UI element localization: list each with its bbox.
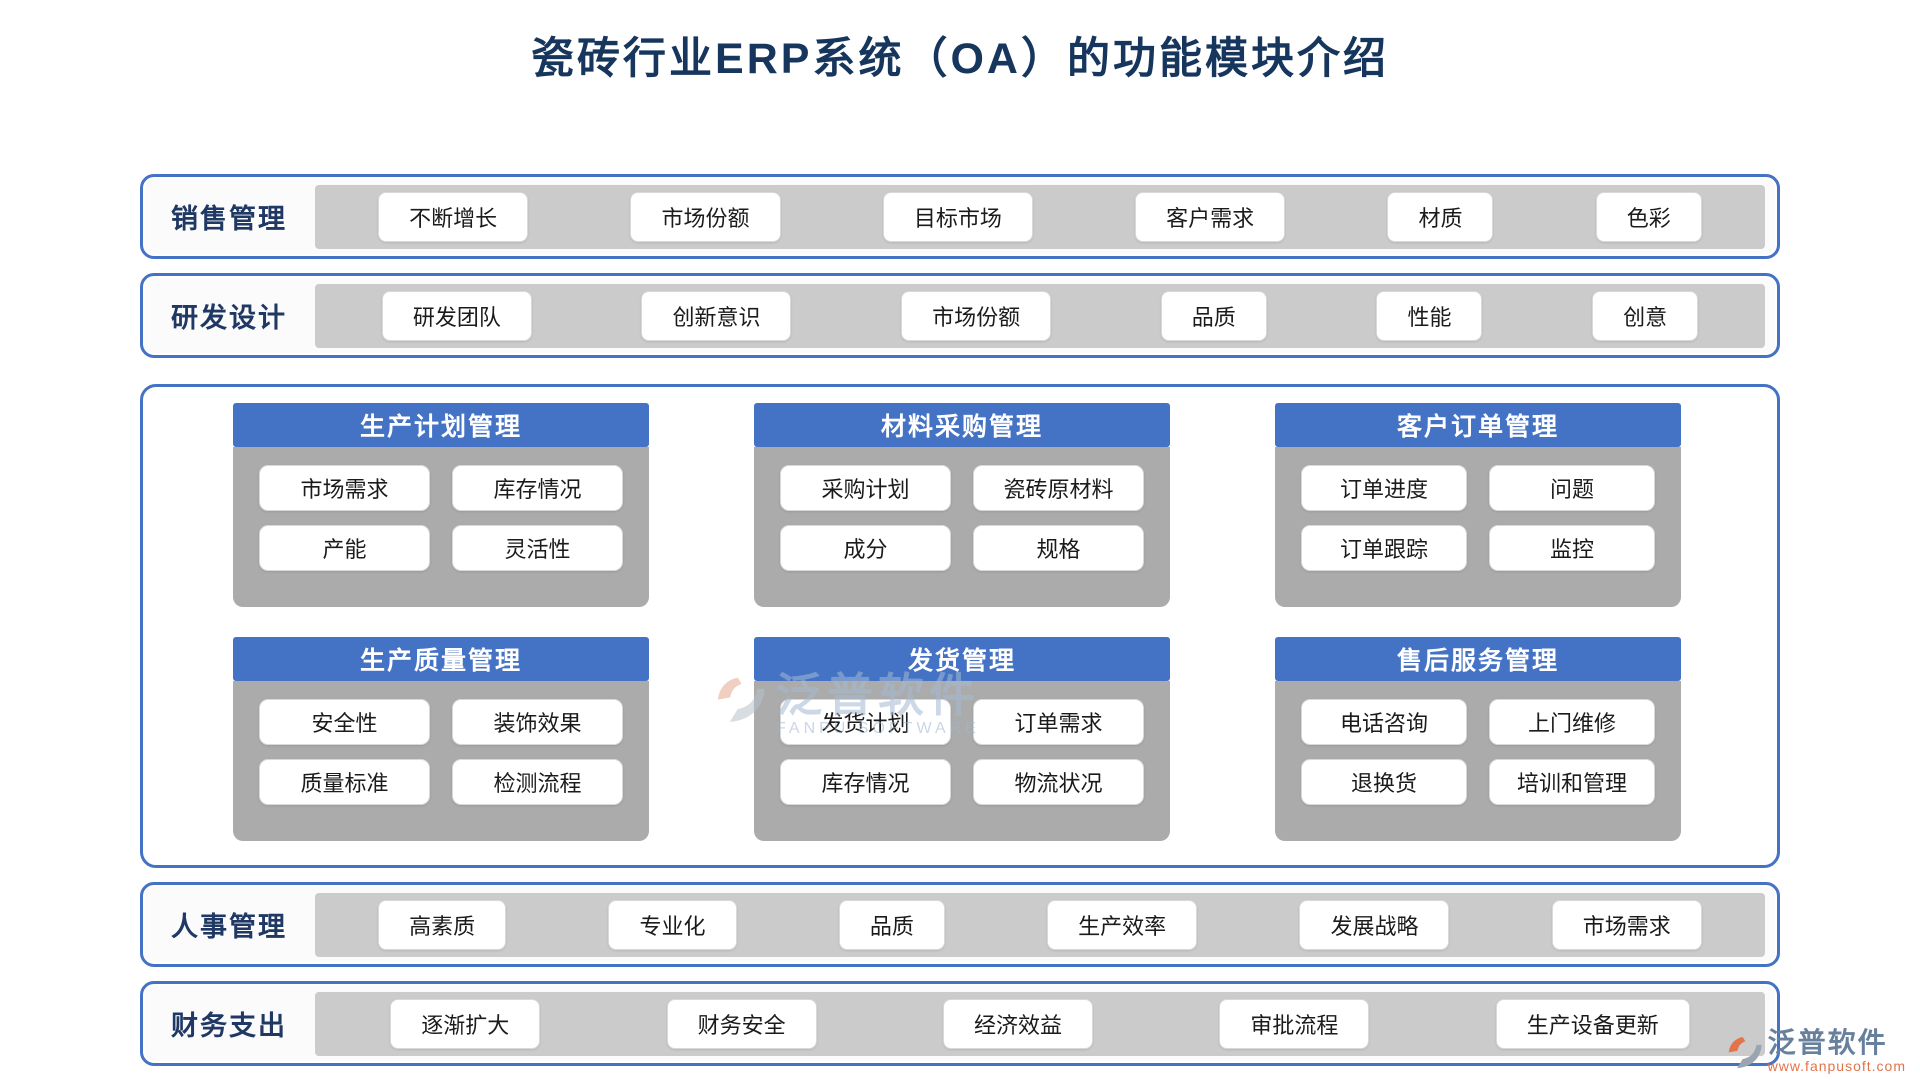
chip-sales: 客户需求 (1135, 191, 1286, 242)
chip-material-purchase: 瓷砖原材料 (973, 465, 1144, 511)
chip-hr: 市场需求 (1551, 899, 1702, 950)
card-body-production-quality: 安全性装饰效果质量标准检测流程 (233, 681, 649, 841)
footer-brand: 泛普软件 www.fanpusoft.com (1726, 1029, 1906, 1074)
row-label-hr: 人事管理 (171, 912, 287, 942)
row-strip-finance: 逐渐扩大 财务安全 经济效益 审批流程 生产设备更新 (315, 991, 1765, 1056)
chip-hr: 生产效率 (1047, 899, 1198, 950)
card-body-after-sales: 电话咨询上门维修退换货培训和管理 (1275, 681, 1681, 841)
chip-customer-order: 订单进度 (1301, 465, 1467, 511)
chip-customer-order: 问题 (1489, 465, 1655, 511)
card-title-production-plan: 生产计划管理 (233, 403, 649, 447)
chip-after-sales: 上门维修 (1489, 699, 1655, 745)
chip-production-quality: 检测流程 (452, 759, 623, 805)
row-strip-rnd: 研发团队 创新意识 市场份额 品质 性能 创意 (315, 283, 1765, 348)
chip-customer-order: 监控 (1489, 525, 1655, 571)
row-strip-sales: 不断增长 市场份额 目标市场 客户需求 材质 色彩 (315, 184, 1765, 249)
module-card-material-purchase: 材料采购管理采购计划瓷砖原材料成分规格 (754, 403, 1170, 607)
chip-hr: 专业化 (608, 899, 737, 950)
module-card-customer-order: 客户订单管理订单进度问题订单跟踪监控 (1275, 403, 1681, 607)
chip-shipping: 订单需求 (973, 699, 1144, 745)
chip-production-plan: 库存情况 (452, 465, 623, 511)
chip-rnd: 创意 (1592, 290, 1699, 341)
chip-rnd: 研发团队 (381, 290, 532, 341)
chip-shipping: 库存情况 (780, 759, 951, 805)
section-row-hr: 人事管理 高素质 专业化 品质 生产效率 发展战略 市场需求 (140, 882, 1780, 967)
card-body-customer-order: 订单进度问题订单跟踪监控 (1275, 447, 1681, 607)
row-label-finance: 财务支出 (171, 1011, 287, 1041)
section-row-finance: 财务支出 逐渐扩大 财务安全 经济效益 审批流程 生产设备更新 (140, 981, 1780, 1066)
chip-sales: 材质 (1387, 191, 1494, 242)
section-row-rnd: 研发设计 研发团队 创新意识 市场份额 品质 性能 创意 (140, 273, 1780, 358)
module-card-production-quality: 生产质量管理安全性装饰效果质量标准检测流程 (233, 637, 649, 841)
top-section-rows: 销售管理不断增长市场份额目标市场客户需求材质色彩研发设计研发团队创新意识市场份额… (0, 174, 1920, 358)
chip-production-plan: 灵活性 (452, 525, 623, 571)
chip-hr: 发展战略 (1299, 899, 1450, 950)
card-body-shipping: 发货计划订单需求库存情况物流状况 (754, 681, 1170, 841)
chip-shipping: 发货计划 (780, 699, 951, 745)
chip-customer-order: 订单跟踪 (1301, 525, 1467, 571)
row-label-rnd: 研发设计 (171, 303, 287, 333)
chip-sales: 市场份额 (630, 191, 781, 242)
chip-rnd: 性能 (1376, 290, 1483, 341)
module-card-after-sales: 售后服务管理电话咨询上门维修退换货培训和管理 (1275, 637, 1681, 841)
chip-sales: 不断增长 (378, 191, 529, 242)
chip-shipping: 物流状况 (973, 759, 1144, 805)
chip-sales: 目标市场 (882, 191, 1033, 242)
chip-material-purchase: 采购计划 (780, 465, 951, 511)
card-title-material-purchase: 材料采购管理 (754, 403, 1170, 447)
chip-after-sales: 培训和管理 (1489, 759, 1655, 805)
card-title-after-sales: 售后服务管理 (1275, 637, 1681, 681)
page-title: 瓷砖行业ERP系统（OA）的功能模块介绍 (531, 35, 1389, 83)
chip-finance: 逐渐扩大 (390, 998, 541, 1049)
card-body-material-purchase: 采购计划瓷砖原材料成分规格 (754, 447, 1170, 607)
row-strip-hr: 高素质 专业化 品质 生产效率 发展战略 市场需求 (315, 892, 1765, 957)
chip-sales: 色彩 (1595, 191, 1702, 242)
bottom-section-rows: 人事管理 高素质 专业化 品质 生产效率 发展战略 市场需求财务支出 逐渐扩大 财务安全 经济效益… (0, 882, 1920, 1066)
chip-finance: 财务安全 (666, 998, 817, 1049)
chip-hr: 高素质 (378, 899, 507, 950)
chip-after-sales: 电话咨询 (1301, 699, 1467, 745)
card-title-production-quality: 生产质量管理 (233, 637, 649, 681)
row-label-sales: 销售管理 (171, 204, 287, 234)
chip-material-purchase: 规格 (973, 525, 1144, 571)
chip-rnd: 品质 (1160, 290, 1267, 341)
module-cards-grid: 生产计划管理市场需求库存情况产能灵活性材料采购管理采购计划瓷砖原材料成分规格客户… (143, 387, 1777, 841)
chip-production-plan: 市场需求 (259, 465, 430, 511)
chip-finance: 审批流程 (1219, 998, 1370, 1049)
chip-rnd: 创新意识 (641, 290, 792, 341)
chip-rnd: 市场份额 (901, 290, 1052, 341)
chip-production-quality: 安全性 (259, 699, 430, 745)
chip-production-quality: 质量标准 (259, 759, 430, 805)
chip-hr: 品质 (838, 899, 945, 950)
chip-after-sales: 退换货 (1301, 759, 1467, 805)
chip-production-quality: 装饰效果 (452, 699, 623, 745)
footer-brand-name: 泛普软件 (1767, 1027, 1888, 1058)
chip-material-purchase: 成分 (780, 525, 951, 571)
chip-finance: 经济效益 (942, 998, 1093, 1049)
module-card-production-plan: 生产计划管理市场需求库存情况产能灵活性 (233, 403, 649, 607)
card-title-customer-order: 客户订单管理 (1275, 403, 1681, 447)
module-card-shipping: 发货管理发货计划订单需求库存情况物流状况 (754, 637, 1170, 841)
card-body-production-plan: 市场需求库存情况产能灵活性 (233, 447, 649, 607)
chip-production-plan: 产能 (259, 525, 430, 571)
chip-finance: 生产设备更新 (1495, 998, 1690, 1049)
card-title-shipping: 发货管理 (754, 637, 1170, 681)
section-row-sales: 销售管理 不断增长 市场份额 目标市场 客户需求 材质 色彩 (140, 174, 1780, 259)
modules-container: 生产计划管理市场需求库存情况产能灵活性材料采购管理采购计划瓷砖原材料成分规格客户… (140, 384, 1780, 868)
footer-brand-url: www.fanpusoft.com (1767, 1058, 1906, 1074)
fanpu-logo-icon (1726, 1033, 1764, 1071)
